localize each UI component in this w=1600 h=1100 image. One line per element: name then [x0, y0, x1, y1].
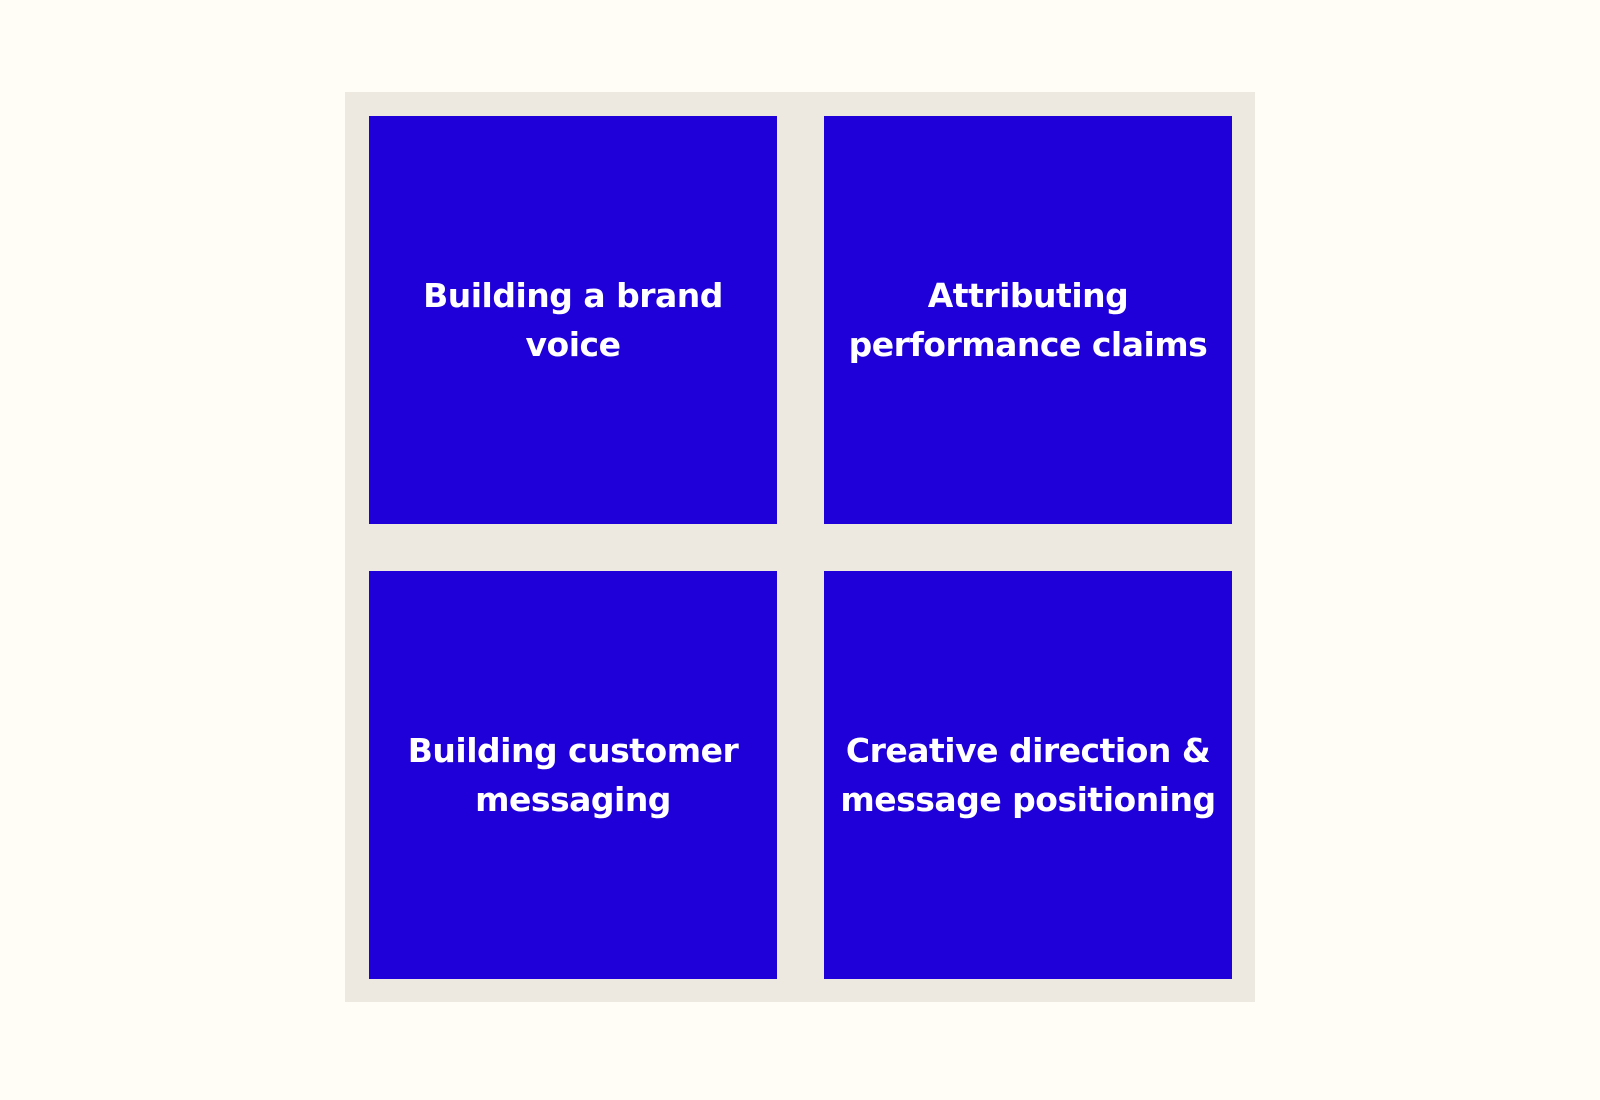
quadrant-panel: Building a brand voice Attributing perfo… [345, 92, 1255, 1002]
quadrant-tile-top-right: Attributing performance claims [824, 116, 1232, 524]
tile-label: Building a brand voice [423, 276, 723, 364]
quadrant-tile-bottom-right: Creative direction & message positioning [824, 571, 1232, 979]
tile-label: Creative direction & message positioning [840, 731, 1216, 819]
tile-label: Attributing performance claims [848, 276, 1208, 364]
quadrant-tile-top-left: Building a brand voice [369, 116, 777, 524]
quadrant-tile-bottom-left: Building customer messaging [369, 571, 777, 979]
tile-label: Building customer messaging [407, 731, 739, 819]
